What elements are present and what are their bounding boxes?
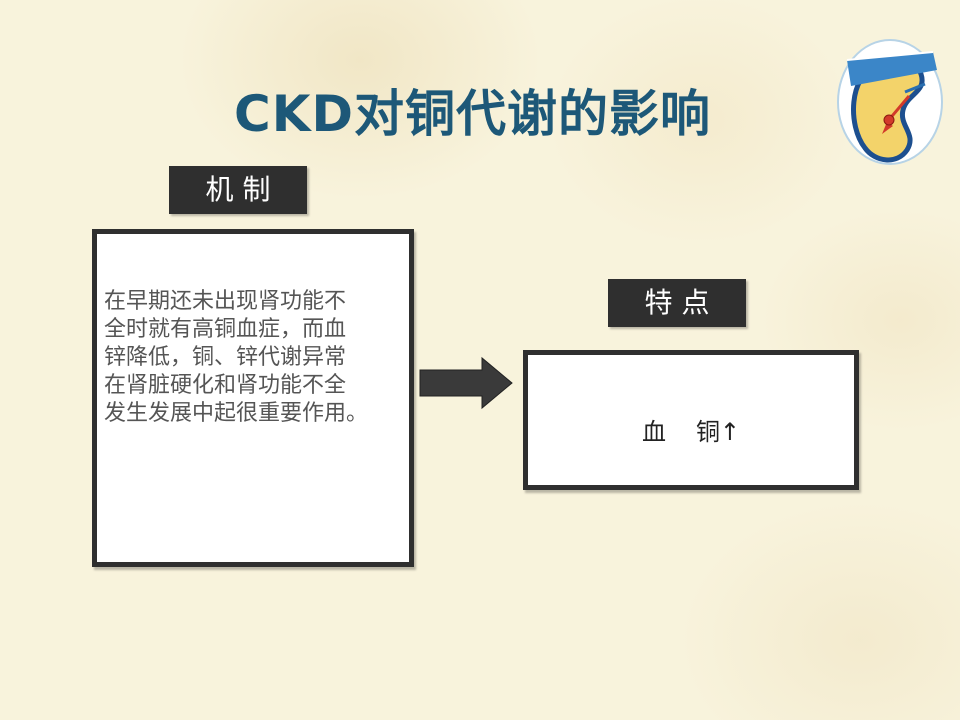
mechanism-label: 机 制	[169, 166, 307, 214]
feature-text-blood: 血	[641, 418, 666, 446]
arrow-right-icon	[419, 356, 513, 410]
kidney-gauge-logo-icon	[837, 39, 943, 165]
feature-frame	[523, 350, 859, 490]
slide-title: CKD对铜代谢的影响	[234, 85, 711, 143]
mechanism-text: 在早期还未出现肾功能不 全时就有高铜血症，而血 锌降低，铜、锌代谢异常 在肾脏硬…	[104, 289, 369, 426]
mechanism-frame	[92, 229, 414, 567]
feature-text-copper: 铜↑	[695, 418, 741, 446]
feature-text: 血 铜↑	[523, 412, 859, 447]
feature-label: 特 点	[608, 279, 746, 327]
